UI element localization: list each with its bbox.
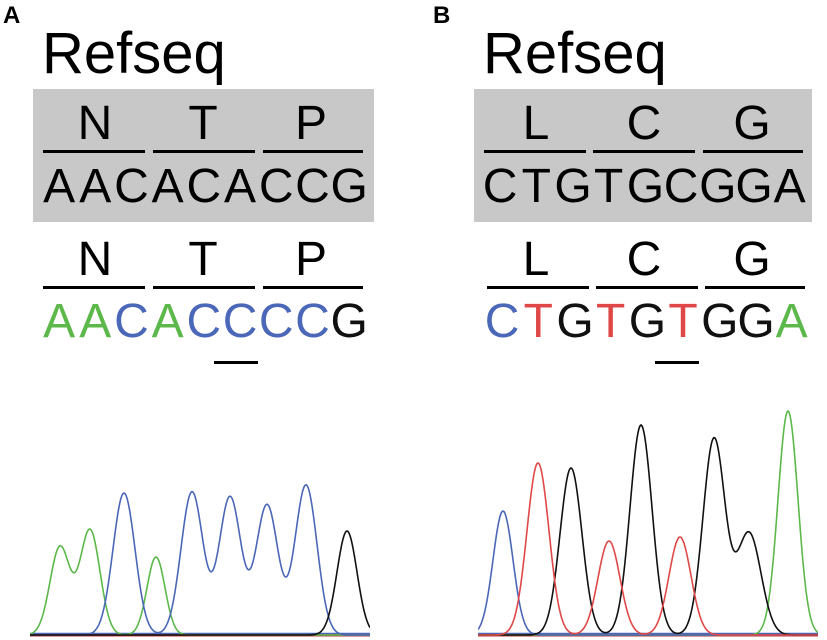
panel-a-refseq-title: Refseq [42, 21, 226, 86]
panel-a-ref-base: C [186, 160, 222, 213]
panel-b-mutation-underline [655, 361, 699, 364]
panel-a-ref-base: A [151, 160, 184, 213]
panel-a-sample-base: A [151, 295, 184, 348]
panel-b-label: B [433, 2, 451, 29]
panel-b-sample-sequence: CTGTGTGGA [484, 298, 810, 346]
panel-a-ref-sequence: AACACACCG [41, 160, 368, 213]
panel-b-ref-base: G [699, 160, 737, 213]
panel-b-ref-base: A [773, 160, 806, 213]
panel-a-ref-codon-line-3 [263, 150, 363, 153]
panel-b-sample-base: G [701, 295, 739, 348]
panel-a-sample-codon-line-1 [43, 286, 145, 289]
panel-b-sample-aa-c: C [626, 233, 662, 286]
panel-b-ref-aa-g: G [733, 97, 771, 150]
panel-a-trace-g [30, 530, 370, 636]
panel-a-sample-codon-line-2 [153, 286, 255, 289]
panel-b-refseq-title: Refseq [483, 21, 667, 86]
panel-b-sample-codon-line-3 [705, 286, 805, 289]
panel-a-sample-sequence: AACACCCCG [41, 295, 368, 348]
panel-b-sample-base: G [737, 295, 775, 348]
panel-b-ref-base: T [521, 160, 551, 213]
panel-b-sample-base: T [668, 295, 698, 348]
panel-a-sample-aa-p: P [294, 233, 327, 286]
panel-b-ref-base: C [663, 160, 699, 213]
panel-b-sample-codon-line-2 [596, 286, 698, 289]
panel-a-trace-a [30, 528, 370, 636]
panel-b-ref-base: C [482, 160, 518, 213]
panel-b-trace-t [478, 462, 818, 636]
panel-a-ref-aa-p: P [294, 97, 327, 150]
panel-a-ref-base: C [295, 160, 330, 213]
panel-a-chromatogram [30, 483, 370, 637]
panel-a-trace-c [30, 483, 370, 636]
panel-a-mutation-underline [214, 361, 258, 364]
panel-a-reference-box [33, 89, 374, 222]
panel-b-chromatogram [478, 409, 818, 637]
panel-a-sample-base: C [222, 295, 258, 348]
panel-a-ref-aa-t: T [188, 97, 218, 150]
panel-a-ref-base: C [114, 160, 149, 213]
panel-a-sample-base: C [186, 295, 222, 348]
panel-b-sample-codon-line-1 [487, 286, 589, 289]
panel-b-trace-c [478, 510, 818, 636]
panel-b-reference-box [474, 89, 812, 222]
panel-a-sample-aa-t: T [188, 233, 218, 286]
panel-a-sample-base: A [43, 295, 76, 348]
panel-a-ref-aa-n: N [77, 97, 113, 150]
panel-b-trace-g [478, 423, 818, 636]
panel-b-sample-base: C [484, 295, 520, 348]
panel-a-sample-base: G [330, 295, 368, 348]
panel-a-ref-base: C [258, 160, 294, 213]
panel-a-sample-codon-line-3 [263, 286, 363, 289]
panel-b-sample-base: G [556, 295, 594, 348]
panel-a-sample-base: C [258, 295, 294, 348]
panel-b-sample-base: T [523, 295, 553, 348]
panel-b-ref-aa-l: L [522, 97, 550, 150]
panel-b-sample-aa-l: L [522, 233, 550, 286]
panel-a-ref-codon-line-2 [153, 150, 255, 153]
panel-b-ref-base: T [593, 160, 624, 213]
panel-a-ref-base: A [43, 160, 76, 213]
panel-b-ref-base: G [626, 160, 665, 213]
panel-b-sample-base: A [775, 295, 808, 348]
panel-b-ref-aa-c: C [626, 97, 662, 150]
panel-a-sample-base: A [79, 295, 112, 348]
panel-a-sample-base: C [295, 295, 330, 348]
panel-b-ref-codon-line-1 [484, 150, 586, 153]
panel-a-sample-base: C [114, 295, 149, 348]
panel-b-ref-codon-line-2 [593, 150, 695, 153]
panel-a-ref-base: A [224, 160, 257, 213]
panel-b-ref-sequence: CTGTGCGGA [482, 163, 808, 211]
panel-b-ref-base: G [735, 160, 773, 213]
panel-a-ref-base: A [79, 160, 112, 213]
panel-a-sample-aa-n: N [77, 233, 113, 286]
panel-b-sample-aa-g: G [733, 233, 771, 286]
panel-b-sample-base: G [628, 295, 667, 348]
panel-b-ref-codon-line-3 [703, 150, 803, 153]
panel-b-ref-base: G [554, 160, 592, 213]
panel-b-sample-base: T [595, 295, 626, 348]
panel-a-label: A [3, 2, 21, 29]
panel-a-ref-codon-line-1 [43, 150, 145, 153]
panel-a-ref-base: G [330, 160, 368, 213]
